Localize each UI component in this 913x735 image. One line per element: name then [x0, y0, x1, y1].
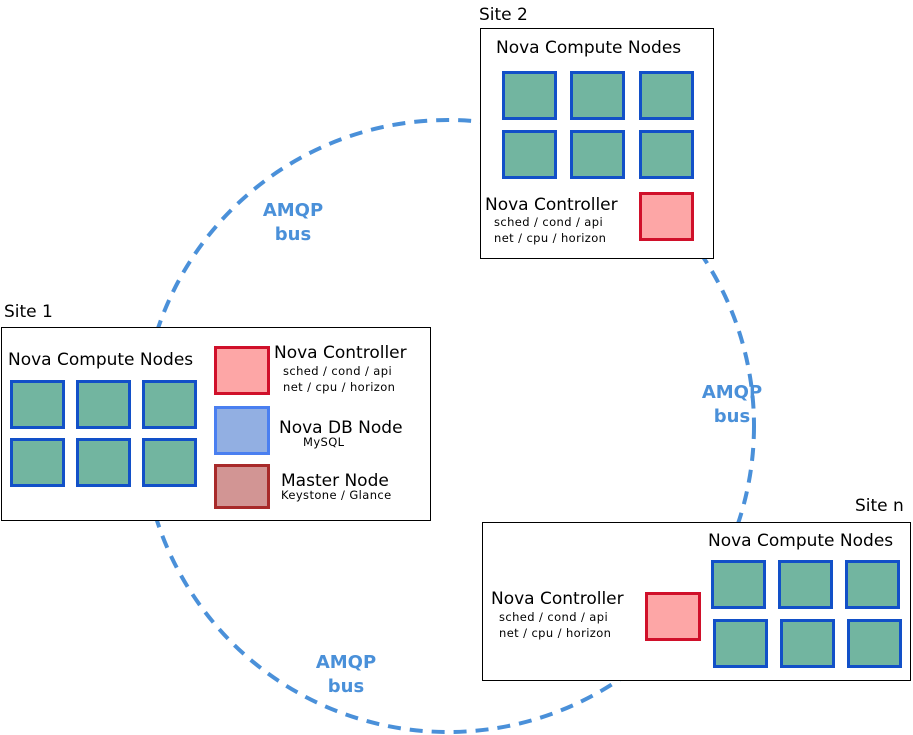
compute-node	[76, 380, 131, 429]
site2-controller-services-2: net / cpu / horizon	[494, 231, 607, 245]
compute-node	[502, 71, 557, 120]
compute-node	[711, 560, 766, 609]
compute-node	[502, 130, 557, 179]
site1-controller-services-2: net / cpu / horizon	[283, 380, 396, 394]
compute-node	[713, 619, 768, 668]
siten-box: Nova Compute Nodes Nova Controller sched…	[482, 522, 911, 681]
compute-node	[142, 438, 197, 487]
bus-label-line1: AMQP	[262, 200, 324, 221]
bus-label-line2: bus	[274, 224, 312, 245]
compute-node	[778, 560, 833, 609]
amqp-bus-label-top: AMQP bus	[253, 199, 333, 247]
amqp-bus-line	[140, 118, 756, 734]
site2-box: Nova Compute Nodes Nova Controller sched…	[480, 28, 714, 259]
controller-node	[639, 192, 694, 241]
site2-controller-name: Nova Controller	[485, 195, 618, 215]
siten-controller-services-1: sched / cond / api	[499, 610, 609, 624]
site2-compute-heading: Nova Compute Nodes	[496, 38, 682, 58]
master-node	[214, 464, 270, 509]
compute-node	[10, 438, 65, 487]
amqp-bus-label-bottom: AMQP bus	[306, 651, 386, 699]
siten-controller-services-2: net / cpu / horizon	[499, 626, 612, 640]
site1-db-name: Nova DB Node	[279, 418, 403, 438]
site2-controller-services-1: sched / cond / api	[494, 215, 604, 229]
site1-master-name: Master Node	[281, 471, 389, 491]
compute-node	[845, 560, 900, 609]
site1-title: Site 1	[4, 302, 53, 322]
siten-compute-heading: Nova Compute Nodes	[708, 531, 894, 551]
siten-controller-name: Nova Controller	[491, 589, 624, 609]
bus-label-line2: bus	[327, 676, 365, 697]
site1-controller-name: Nova Controller	[274, 343, 407, 363]
compute-node	[780, 619, 835, 668]
bus-label-line1: AMQP	[701, 382, 763, 403]
controller-node	[214, 346, 270, 395]
compute-node	[142, 380, 197, 429]
compute-node	[639, 130, 694, 179]
compute-node	[76, 438, 131, 487]
compute-node	[570, 71, 625, 120]
controller-node	[645, 592, 701, 641]
compute-node	[570, 130, 625, 179]
compute-node	[10, 380, 65, 429]
compute-node	[639, 71, 694, 120]
amqp-bus-label-right: AMQP bus	[692, 381, 772, 429]
compute-node	[847, 619, 902, 668]
siten-title: Site n	[855, 496, 904, 516]
site1-compute-heading: Nova Compute Nodes	[8, 350, 194, 370]
bus-label-line1: AMQP	[315, 652, 377, 673]
bus-label-line2: bus	[713, 406, 751, 427]
site1-db-sub: MySQL	[303, 435, 345, 449]
site1-box: Nova Compute Nodes Nova Controller sched…	[1, 327, 431, 521]
site1-controller-services-1: sched / cond / api	[283, 364, 393, 378]
site1-master-sub: Keystone / Glance	[281, 488, 392, 502]
site2-title: Site 2	[479, 5, 528, 25]
db-node	[214, 406, 270, 455]
